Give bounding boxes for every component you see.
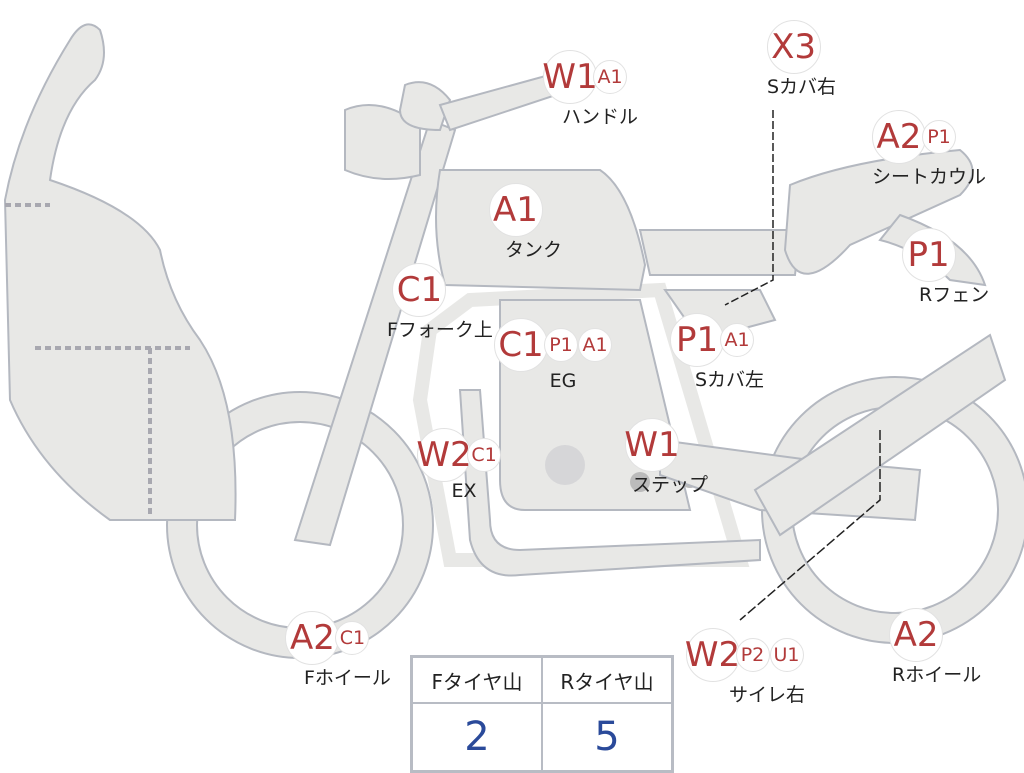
part-label: ハンドル <box>562 106 639 128</box>
condition-code-badge: A2 <box>872 110 926 164</box>
condition-code-badge: A1 <box>720 323 755 357</box>
part-label: ステップ <box>632 474 709 496</box>
seat <box>638 229 802 276</box>
part-label: サイレ右 <box>729 684 806 706</box>
condition-code-badge: W2 <box>416 428 472 482</box>
condition-code-badge: A1 <box>488 183 543 237</box>
condition-code-badge: A1 <box>593 60 627 94</box>
condition-code-badge: A2 <box>285 611 340 665</box>
tire-tread-table: Fタイヤ山 Rタイヤ山 2 5 <box>410 655 674 773</box>
part-label: EG <box>549 370 577 392</box>
condition-code-badge: P1 <box>544 328 578 362</box>
part-label: Sカバ左 <box>695 369 765 391</box>
part-label: タンク <box>505 239 563 261</box>
condition-code-badge: X3 <box>766 20 821 74</box>
condition-code-badge: C1 <box>335 621 370 655</box>
part-label: Fホイール <box>304 667 391 689</box>
condition-code-badge: W2 <box>685 628 740 682</box>
condition-code-badge: C1 <box>392 263 447 317</box>
condition-code-badge: C1 <box>494 318 548 372</box>
part-label: EX <box>451 480 477 502</box>
front-tire-value: 2 <box>410 702 543 773</box>
seat-cowl <box>783 148 974 275</box>
tank <box>435 169 647 292</box>
exhaust <box>458 389 761 577</box>
condition-code-badge: P1 <box>922 120 956 154</box>
condition-code-badge: W1 <box>624 418 680 472</box>
condition-code-badge: C1 <box>467 438 501 472</box>
part-label: シートカウル <box>872 166 987 188</box>
front-tire-header: Fタイヤ山 <box>410 655 543 704</box>
part-label: Sカバ右 <box>767 76 837 98</box>
condition-code-badge: U1 <box>769 638 804 672</box>
part-label: Rフェン <box>919 284 990 306</box>
condition-code-badge: W1 <box>542 50 598 104</box>
rear-tire-header: Rタイヤ山 <box>541 655 674 704</box>
part-label: Fフォーク上 <box>387 319 493 341</box>
front-fork <box>293 118 457 547</box>
condition-code-badge: P2 <box>735 638 770 672</box>
condition-code-badge: A2 <box>889 608 944 662</box>
rear-tire-value: 5 <box>541 702 674 773</box>
condition-code-badge: P1 <box>901 228 956 282</box>
part-label: Rホイール <box>892 664 982 686</box>
fairing <box>3 23 237 521</box>
condition-code-badge: A1 <box>578 328 612 362</box>
condition-code-badge: P1 <box>670 313 725 367</box>
